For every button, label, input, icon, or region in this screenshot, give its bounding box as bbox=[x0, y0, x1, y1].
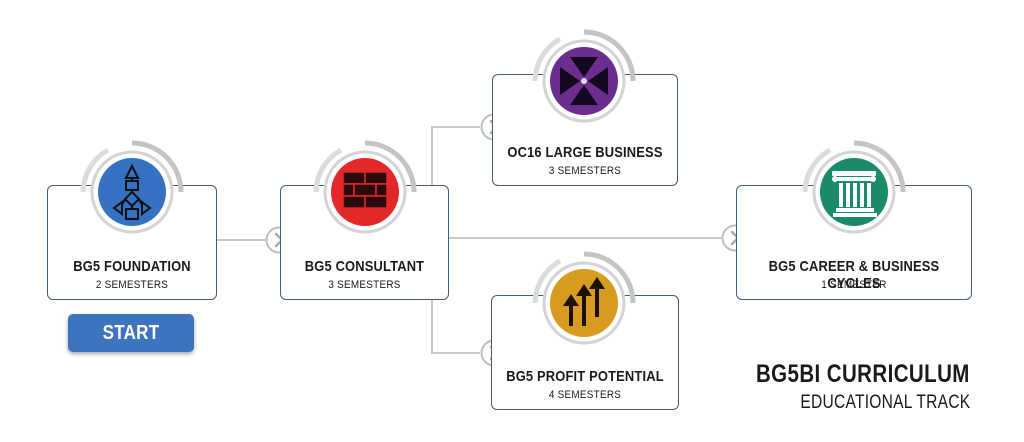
course-card-profit-potential[interactable]: BG5 PROFIT POTENTIAL 4 SEMESTERS bbox=[491, 295, 679, 410]
column-pillar-icon bbox=[802, 140, 906, 234]
start-here-button[interactable]: START HERE bbox=[68, 314, 194, 382]
curriculum-subtitle: EDUCATIONAL TRACK bbox=[799, 392, 970, 413]
course-duration: 3 SEMESTERS bbox=[328, 279, 401, 291]
course-title: BG5 FOUNDATION bbox=[73, 258, 191, 275]
up-arrows-icon bbox=[532, 251, 636, 345]
course-title: BG5 CAREER & BUSINESS CYCLES bbox=[768, 258, 940, 292]
bodygraph-icon bbox=[80, 140, 184, 234]
bricks-icon bbox=[313, 140, 417, 234]
course-duration: 2 SEMESTERS bbox=[95, 279, 169, 291]
course-title: BG5 PROFIT POTENTIAL bbox=[506, 368, 664, 385]
hourglass-cross-icon bbox=[532, 29, 636, 123]
course-duration: 4 SEMESTERS bbox=[548, 389, 622, 401]
course-title: OC16 LARGE BUSINESS bbox=[507, 144, 663, 161]
curriculum-title: BG5BI CURRICULUM bbox=[756, 360, 970, 388]
course-title: BG5 CONSULTANT bbox=[304, 258, 425, 275]
course-duration: 1 SEMESTER bbox=[821, 279, 887, 291]
course-duration: 3 SEMESTERS bbox=[548, 165, 622, 177]
start-here-label: START HERE bbox=[102, 322, 160, 382]
